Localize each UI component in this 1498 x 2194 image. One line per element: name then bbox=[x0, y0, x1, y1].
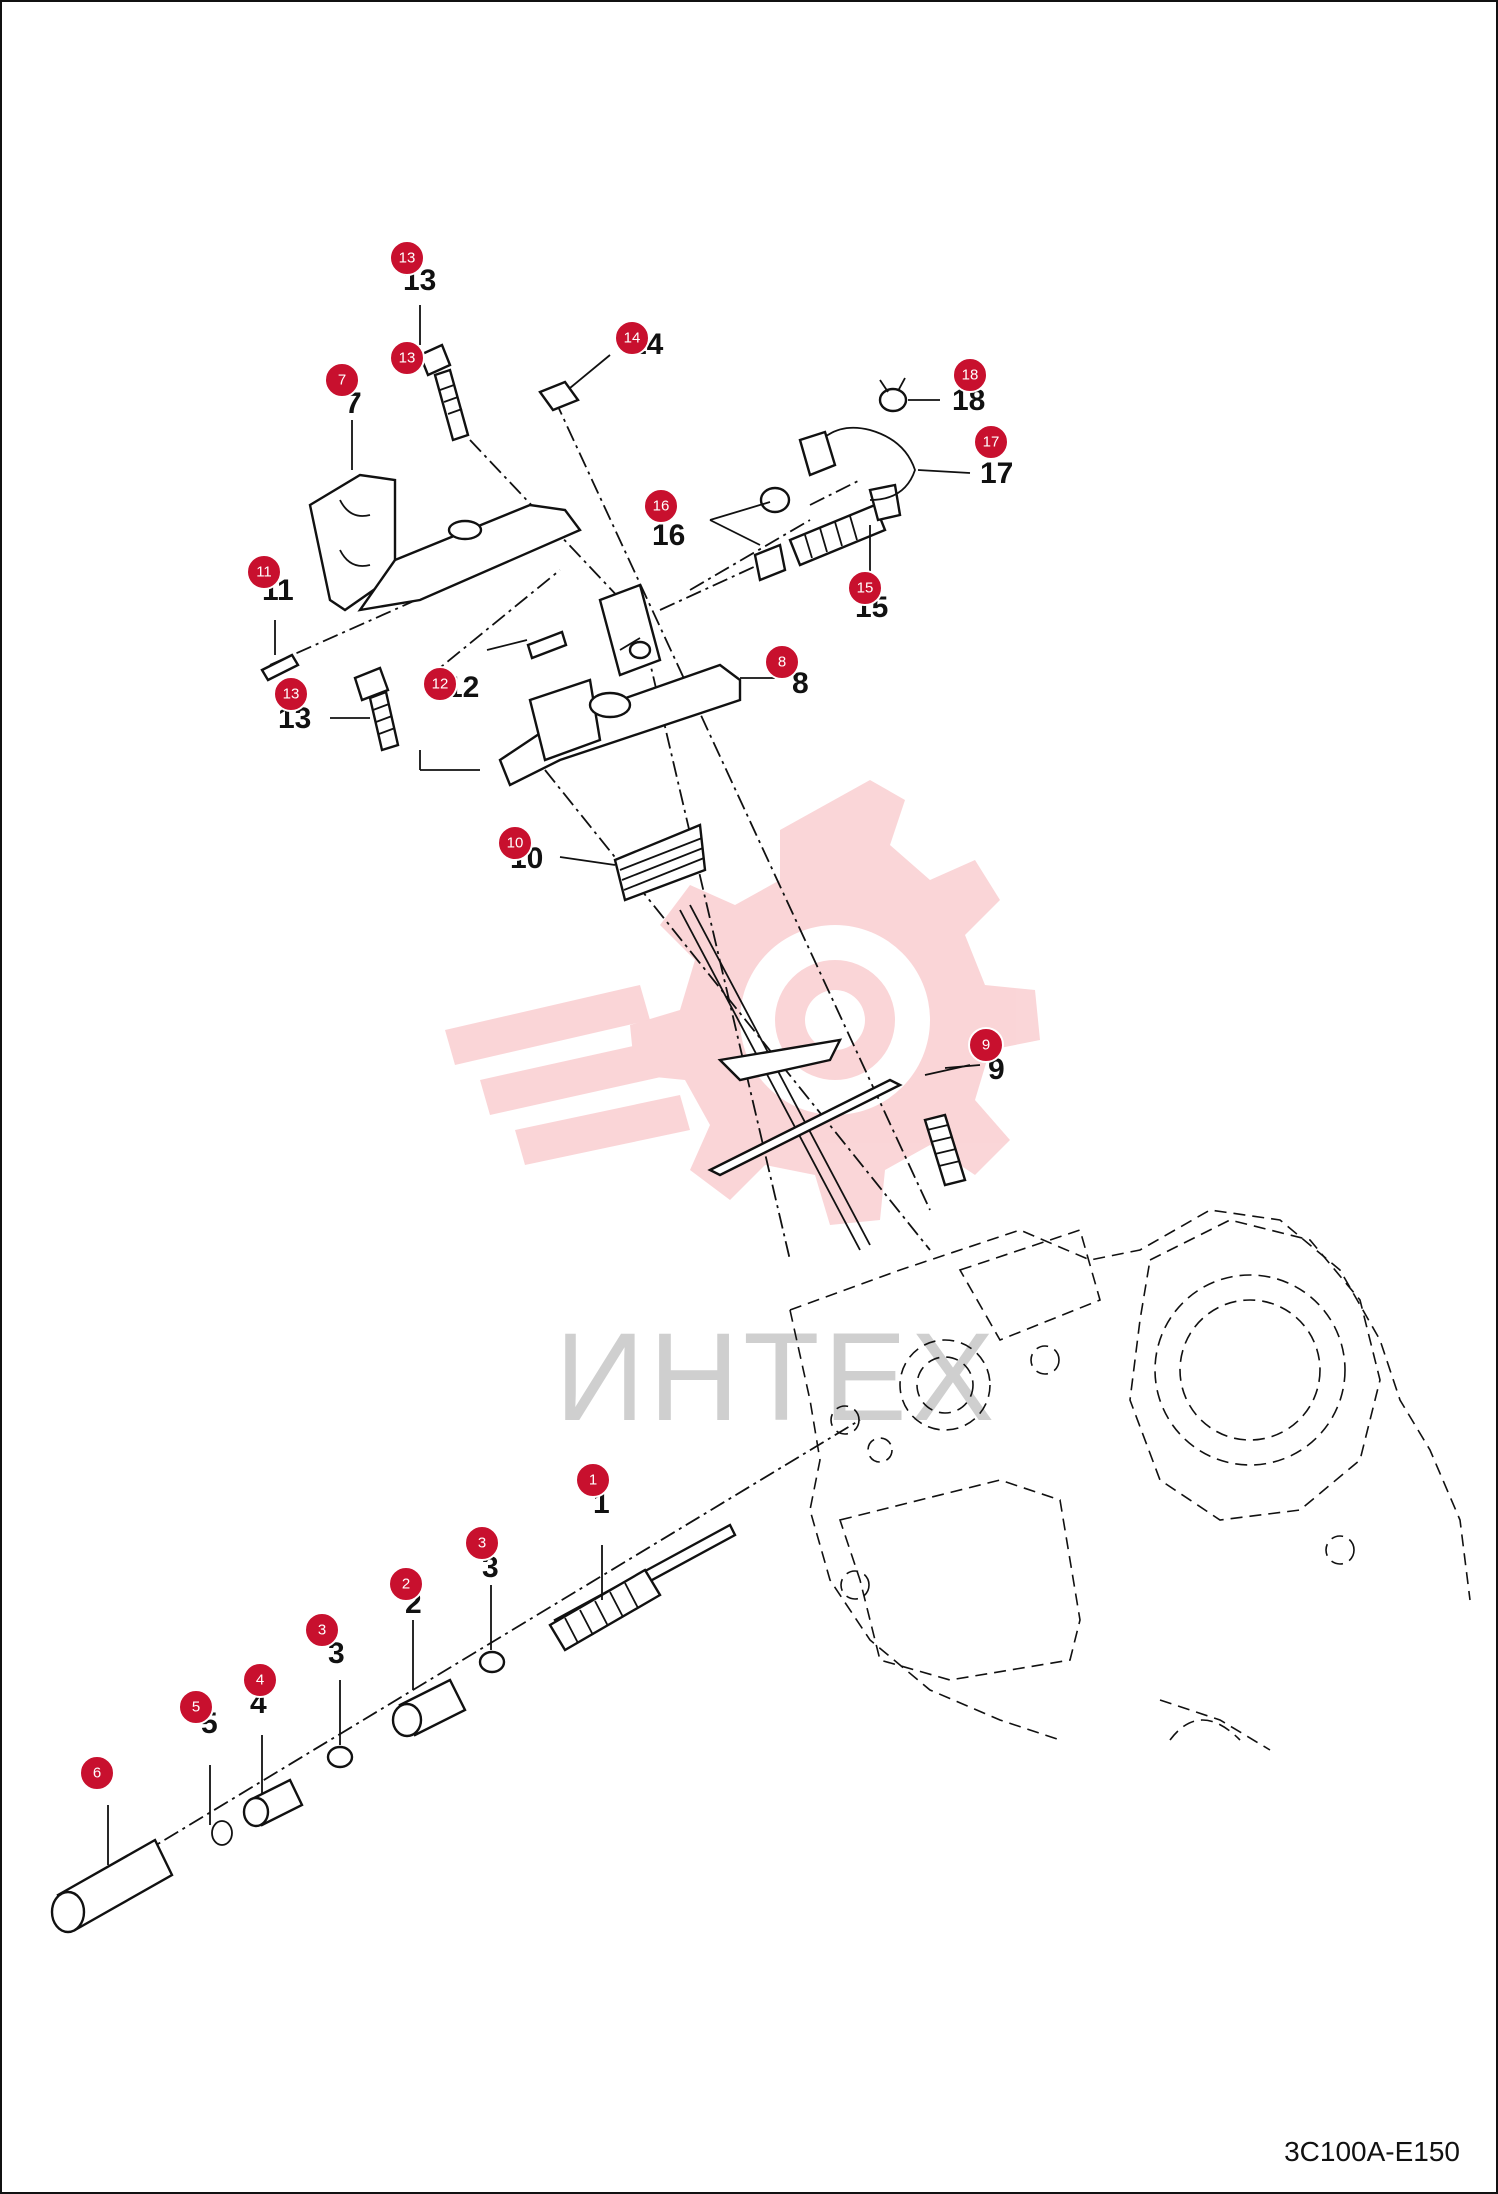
svg-text:13: 13 bbox=[283, 686, 300, 703]
svg-text:1: 1 bbox=[589, 1472, 597, 1489]
drawing-code: 3C100A-E150 bbox=[1284, 2136, 1460, 2167]
callout-14[interactable]: 14 bbox=[614, 320, 650, 356]
svg-text:15: 15 bbox=[857, 580, 874, 597]
svg-text:3: 3 bbox=[478, 1535, 486, 1552]
callout-11[interactable]: 11 bbox=[246, 554, 282, 590]
svg-text:8: 8 bbox=[778, 654, 786, 671]
callout-6[interactable]: 6 bbox=[79, 1755, 115, 1791]
svg-text:17: 17 bbox=[983, 434, 1000, 451]
callout-13-lower[interactable]: 13 bbox=[273, 676, 309, 712]
part-16-nuts bbox=[753, 486, 791, 582]
svg-text:8: 8 bbox=[792, 667, 809, 700]
svg-text:6: 6 bbox=[93, 1765, 101, 1782]
svg-text:7: 7 bbox=[338, 372, 346, 389]
part-10-spring bbox=[613, 823, 707, 902]
part-14-nut bbox=[538, 380, 580, 412]
part-2-collar bbox=[391, 1678, 467, 1738]
callout-16[interactable]: 16 bbox=[643, 488, 679, 524]
svg-text:18: 18 bbox=[962, 367, 979, 384]
callout-7[interactable]: 7 bbox=[324, 362, 360, 398]
callout-17[interactable]: 17 bbox=[973, 424, 1009, 460]
svg-text:4: 4 bbox=[256, 1672, 264, 1689]
leader-lines bbox=[107, 305, 981, 1865]
part-13-bolt-lower bbox=[353, 666, 400, 752]
callout-4[interactable]: 4 bbox=[242, 1662, 278, 1698]
callout-13-top[interactable]: 13 bbox=[389, 240, 425, 276]
svg-text:13: 13 bbox=[399, 250, 416, 267]
svg-text:17: 17 bbox=[980, 457, 1013, 490]
part-12-pin bbox=[526, 630, 568, 660]
callout-8[interactable]: 8 bbox=[764, 644, 800, 680]
part-8-lever bbox=[498, 583, 742, 787]
part-18-seal bbox=[878, 377, 908, 413]
watermark-text: ИНТЕХ bbox=[555, 1308, 998, 1447]
callout-9[interactable]: 9 bbox=[968, 1027, 1004, 1063]
part-3-washer-lower bbox=[326, 1745, 354, 1769]
callout-5[interactable]: 5 bbox=[178, 1689, 214, 1725]
gear-housing bbox=[789, 1209, 1471, 1751]
callout-3-lower[interactable]: 3 bbox=[304, 1612, 340, 1648]
part-13-bolt-upper bbox=[418, 343, 470, 442]
callout-1[interactable]: 1 bbox=[575, 1462, 611, 1498]
part-7-bracket bbox=[308, 473, 582, 612]
svg-text:5: 5 bbox=[192, 1699, 200, 1716]
svg-text:16: 16 bbox=[653, 498, 670, 515]
svg-text:16: 16 bbox=[652, 519, 685, 552]
part-17-wire-clip bbox=[798, 426, 916, 501]
svg-text:9: 9 bbox=[982, 1037, 990, 1054]
callout-2[interactable]: 2 bbox=[388, 1566, 424, 1602]
svg-text:14: 14 bbox=[624, 330, 641, 347]
svg-text:2: 2 bbox=[402, 1576, 410, 1593]
part-3-washer-upper bbox=[478, 1650, 506, 1674]
part-4-bushing bbox=[242, 1778, 304, 1828]
part-1-shaft bbox=[548, 1523, 737, 1652]
callout-10[interactable]: 10 bbox=[497, 825, 533, 861]
governor-rod bbox=[679, 904, 903, 1251]
svg-text:3: 3 bbox=[328, 1637, 345, 1670]
callout-3-upper[interactable]: 3 bbox=[464, 1525, 500, 1561]
svg-text:3: 3 bbox=[318, 1622, 326, 1639]
part-5-circlip bbox=[211, 1820, 233, 1846]
part-11-pin bbox=[260, 653, 300, 682]
part-6-sleeve bbox=[50, 1838, 174, 1934]
svg-text:11: 11 bbox=[256, 564, 272, 581]
svg-text:12: 12 bbox=[432, 676, 449, 693]
callout-18[interactable]: 18 bbox=[952, 357, 988, 393]
svg-text:13: 13 bbox=[399, 350, 416, 367]
callout-15[interactable]: 15 bbox=[847, 570, 883, 606]
part-15-stop-bolt bbox=[788, 483, 902, 567]
callout-13-middle[interactable]: 13 bbox=[389, 340, 425, 376]
svg-text:10: 10 bbox=[507, 835, 524, 852]
callout-12[interactable]: 12 bbox=[422, 666, 458, 702]
